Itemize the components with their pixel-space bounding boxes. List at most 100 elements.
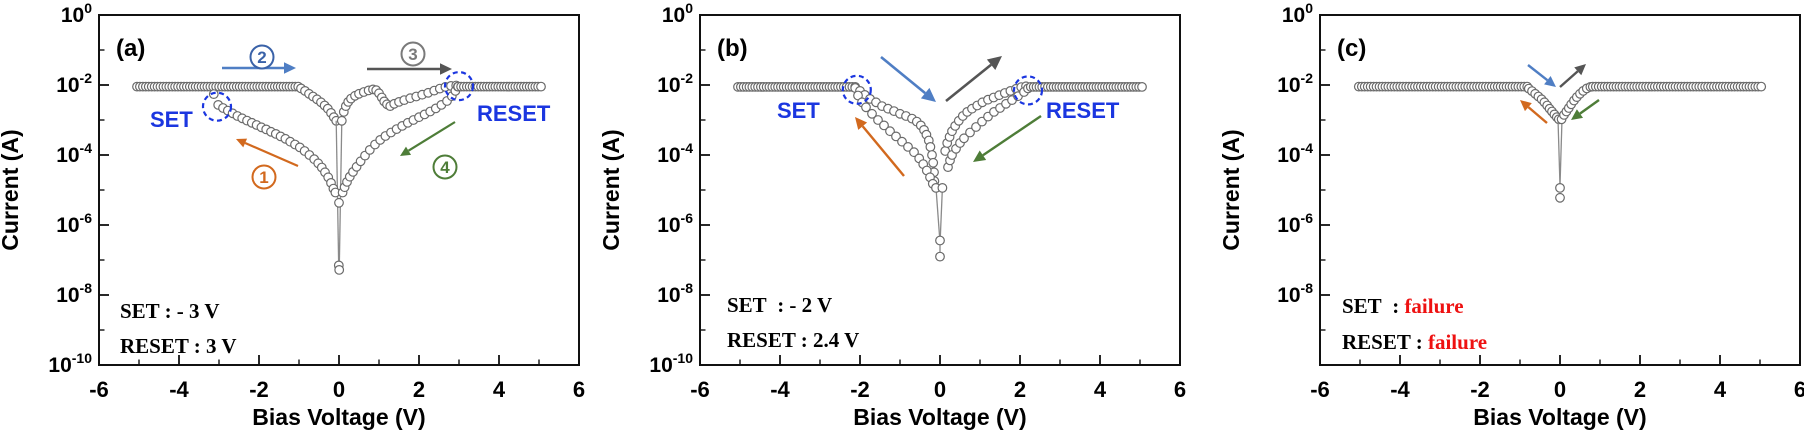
y-tick-label: 10-4 bbox=[1277, 140, 1313, 167]
x-tick-label: -4 bbox=[770, 377, 790, 402]
y-tick-label: 10-2 bbox=[56, 70, 92, 97]
arrow-shaft bbox=[880, 55, 926, 95]
arrow-sweep4-arrow bbox=[400, 121, 456, 156]
x-tick-label: 2 bbox=[413, 377, 425, 402]
arrow-reset-sweep-arrow bbox=[1559, 64, 1586, 88]
data-point bbox=[935, 251, 945, 262]
arrow-shaft bbox=[407, 121, 456, 152]
x-tick-label: 6 bbox=[1794, 377, 1804, 402]
data-point bbox=[909, 147, 919, 158]
data-point bbox=[873, 115, 883, 125]
badge-number: 2 bbox=[257, 48, 266, 67]
y-tick-label: 100 bbox=[662, 0, 693, 27]
data-point bbox=[927, 150, 937, 160]
set-label: SET bbox=[150, 107, 193, 132]
arrow-head-icon bbox=[1571, 109, 1584, 120]
arrow-reset-sweep-arrow bbox=[945, 56, 1002, 103]
caption-line-2: RESET : failure bbox=[1342, 330, 1487, 354]
arrow-head-icon bbox=[986, 56, 1002, 71]
data-point bbox=[903, 141, 913, 152]
x-tick-label: -6 bbox=[690, 377, 710, 402]
data-point bbox=[1756, 81, 1767, 92]
reset-label: RESET bbox=[1046, 98, 1120, 123]
x-tick-label: -6 bbox=[89, 377, 109, 402]
x-tick-label: -4 bbox=[1390, 377, 1410, 402]
data-point bbox=[928, 157, 939, 168]
y-tick-label: 100 bbox=[61, 0, 92, 27]
arrow-head-icon bbox=[1544, 76, 1556, 87]
x-tick-label: 2 bbox=[1014, 377, 1026, 402]
data-point bbox=[937, 182, 948, 193]
x-tick-label: 0 bbox=[1554, 377, 1566, 402]
reset-dashed-circle bbox=[1012, 75, 1044, 106]
x-tick-label: 4 bbox=[1714, 377, 1727, 402]
data-point bbox=[959, 133, 969, 144]
set-dashed-circle bbox=[841, 74, 872, 105]
arrow-sweep2-arrow bbox=[222, 62, 296, 74]
x-tick-label: 0 bbox=[934, 377, 946, 402]
y-tick-label: 10-4 bbox=[56, 140, 92, 167]
data-point bbox=[867, 108, 877, 119]
arrow-head-icon bbox=[1520, 100, 1532, 112]
y-tick-label: 100 bbox=[1282, 0, 1313, 27]
data-point bbox=[891, 131, 901, 142]
badge-circle-icon bbox=[249, 44, 275, 70]
x-tick-label: -6 bbox=[1310, 377, 1330, 402]
y-axis-title: Current (A) bbox=[0, 129, 23, 250]
series-spike-line-right bbox=[939, 187, 944, 240]
arrow-head-icon bbox=[440, 63, 452, 75]
panel-tag-b: (b) bbox=[717, 35, 748, 62]
series-spike-line-right bbox=[1559, 119, 1563, 187]
data-point bbox=[1137, 81, 1147, 92]
arrow-shaft bbox=[1559, 70, 1579, 88]
arrow-head-icon bbox=[236, 138, 248, 148]
arrow-shaft bbox=[244, 141, 299, 168]
series-line bbox=[935, 187, 941, 240]
y-axis-title: Current (A) bbox=[598, 129, 624, 250]
data-point bbox=[879, 120, 889, 131]
reset-dashed-circle bbox=[443, 71, 475, 102]
arrow-head-icon bbox=[284, 62, 296, 74]
data-point bbox=[885, 126, 895, 137]
arrow-hrs-pos-arrow bbox=[1571, 99, 1600, 120]
caption-line-1: SET : failure bbox=[1342, 294, 1464, 318]
x-axis-title: Bias Voltage (V) bbox=[1473, 404, 1646, 430]
data-point bbox=[334, 265, 345, 275]
data-point bbox=[925, 141, 936, 152]
arrow-head-icon bbox=[973, 150, 987, 162]
data-point bbox=[536, 81, 546, 92]
x-tick-label: 6 bbox=[573, 377, 585, 402]
y-tick-label: 10-10 bbox=[649, 350, 693, 377]
data-point bbox=[334, 197, 344, 208]
data-point bbox=[897, 136, 907, 147]
y-axis-title: Current (A) bbox=[1218, 129, 1244, 250]
arrow-shaft bbox=[982, 115, 1042, 157]
series-spike-markers bbox=[1555, 182, 1565, 203]
x-tick-label: -2 bbox=[249, 377, 269, 402]
arrow-shaft bbox=[861, 125, 905, 177]
y-tick-label: 10-6 bbox=[657, 210, 693, 237]
panel-tag-a: (a) bbox=[116, 35, 145, 62]
series-line bbox=[939, 187, 944, 240]
series-on-flat-right bbox=[453, 81, 546, 92]
x-tick-label: 2 bbox=[1634, 377, 1646, 402]
y-tick-label: 10-8 bbox=[657, 280, 693, 307]
y-tick-label: 10-8 bbox=[56, 280, 92, 307]
arrow-sweep3-arrow bbox=[367, 63, 452, 75]
data-point bbox=[1555, 182, 1565, 193]
data-point bbox=[965, 127, 975, 138]
arrow-head-icon bbox=[400, 146, 412, 156]
series-spike-markers bbox=[333, 197, 345, 275]
arrow-shaft bbox=[1527, 106, 1548, 124]
series-on-flat-right bbox=[1025, 81, 1147, 92]
series-lrs-rise-right-sweep3 bbox=[336, 80, 462, 126]
series-on-flat-right bbox=[1587, 81, 1767, 92]
sweep-badge-1: 1 bbox=[251, 164, 277, 190]
y-tick-label: 10-4 bbox=[657, 140, 693, 167]
